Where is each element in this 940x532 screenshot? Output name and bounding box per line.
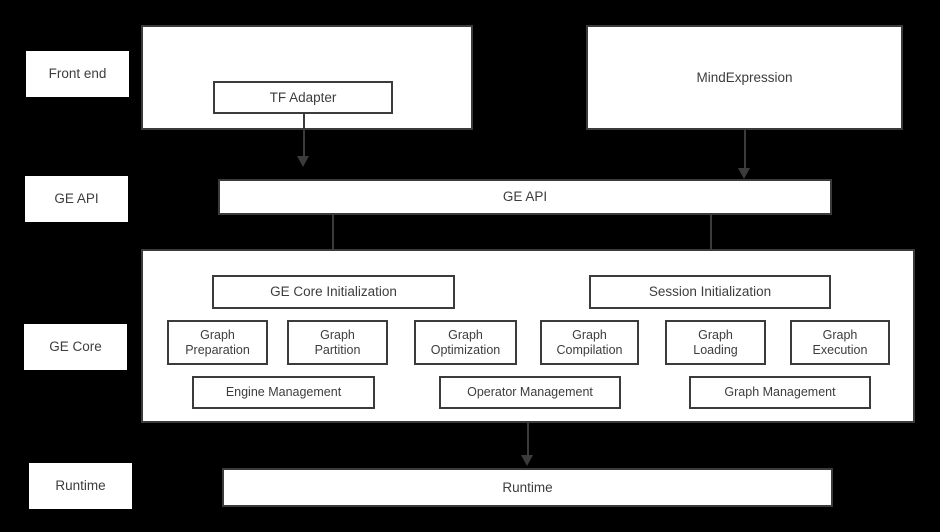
session-initialization-box[interactable]: Session Initialization bbox=[589, 275, 831, 309]
graph-execution-box[interactable]: Graph Execution bbox=[790, 320, 890, 365]
graph-management-box[interactable]: Graph Management bbox=[689, 376, 871, 409]
arrowhead-tf-adapter-to-ge-api bbox=[297, 156, 309, 167]
layer-label-runtime: Runtime bbox=[29, 463, 132, 509]
graph-preparation-box[interactable]: Graph Preparation bbox=[167, 320, 268, 365]
layer-label-ge-core: GE Core bbox=[24, 324, 127, 370]
connector-ge-api-to-session-init bbox=[710, 215, 712, 262]
tensorflow-group: Tensorflow bbox=[141, 25, 473, 130]
operator-management-box[interactable]: Operator Management bbox=[439, 376, 621, 409]
graph-loading-box[interactable]: Graph Loading bbox=[665, 320, 766, 365]
arrowhead-mindexpression-to-ge-api bbox=[738, 168, 750, 179]
runtime-bar[interactable]: Runtime bbox=[222, 468, 833, 507]
connector-mindexpression-to-ge-api bbox=[744, 130, 746, 172]
connector-ge-core-to-runtime bbox=[527, 423, 529, 457]
layer-label-front-end: Front end bbox=[26, 51, 129, 97]
graph-optimization-box[interactable]: Graph Optimization bbox=[414, 320, 517, 365]
arrowhead-ge-core-to-runtime bbox=[521, 455, 533, 466]
connector-ge-api-to-ge-core-init bbox=[332, 215, 334, 262]
mindexpression-box[interactable]: MindExpression bbox=[586, 25, 903, 130]
tf-adapter-box[interactable]: TF Adapter bbox=[213, 81, 393, 114]
ge-api-bar[interactable]: GE API bbox=[218, 179, 832, 215]
layer-label-ge-api: GE API bbox=[25, 176, 128, 222]
ge-core-initialization-box[interactable]: GE Core Initialization bbox=[212, 275, 455, 309]
engine-management-box[interactable]: Engine Management bbox=[192, 376, 375, 409]
graph-partition-box[interactable]: Graph Partition bbox=[287, 320, 388, 365]
graph-compilation-box[interactable]: Graph Compilation bbox=[540, 320, 639, 365]
connector-tf-adapter-to-ge-api bbox=[303, 113, 305, 158]
